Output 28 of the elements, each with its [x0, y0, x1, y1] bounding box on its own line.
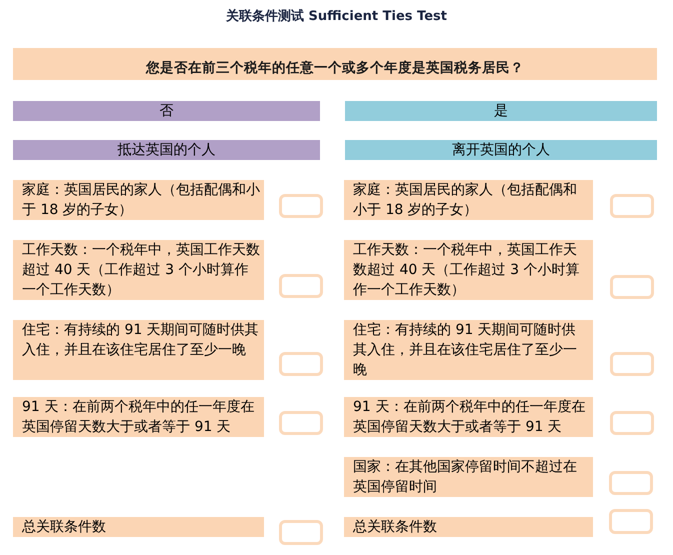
answer-box [610, 411, 654, 435]
total-label: 总关联条件数 [13, 517, 264, 537]
answer-box [610, 275, 654, 299]
answer-box [610, 352, 654, 376]
criterion-card: 工作天数：一个税年中，英国工作天数超过 40 天（工作超过 3 个小时算作一个工作天数） [13, 240, 264, 300]
answer-box [279, 194, 323, 218]
question-banner: 您是否在前三个税年的任意一个或多个年度是英国税务居民？ [13, 48, 657, 80]
criterion-card: 国家：在其他国家停留时间不超过在英国停留时间 [344, 457, 593, 497]
title: 关联条件测试 Sufficient Ties Test [224, 8, 448, 25]
criterion-card: 住宅：有持续的 91 天期间可随时供其入住，并且在该住宅居住了至少一晚 [13, 320, 264, 380]
group-header: 抵达英国的个人 [13, 140, 320, 160]
criterion-card: 住宅：有持续的 91 天期间可随时供其入住，并且在该住宅居住了至少一晚 [344, 320, 593, 380]
criterion-card: 91 天：在前两个税年中的任一年度在英国停留天数大于或者等于 91 天 [13, 397, 264, 437]
criterion-card: 91 天：在前两个税年中的任一年度在英国停留天数大于或者等于 91 天 [344, 397, 593, 437]
option-header: 是 [345, 101, 657, 121]
answer-box [609, 471, 653, 495]
answer-box [279, 274, 323, 298]
group-header: 离开英国的个人 [345, 140, 657, 160]
answer-box [279, 520, 323, 545]
criterion-card: 家庭：英国居民的家人（包括配偶和小于 18 岁的子女） [13, 180, 264, 220]
criterion-card: 家庭：英国居民的家人（包括配偶和小于 18 岁的子女） [344, 180, 593, 220]
answer-box [609, 509, 653, 534]
option-header: 否 [13, 101, 320, 121]
total-label: 总关联条件数 [344, 517, 593, 537]
criterion-card: 工作天数：一个税年中，英国工作天数超过 40 天（工作超过 3 个小时算作一个工作天数） [344, 240, 593, 300]
answer-box [279, 352, 323, 376]
answer-box [279, 411, 323, 435]
answer-box [610, 194, 654, 218]
